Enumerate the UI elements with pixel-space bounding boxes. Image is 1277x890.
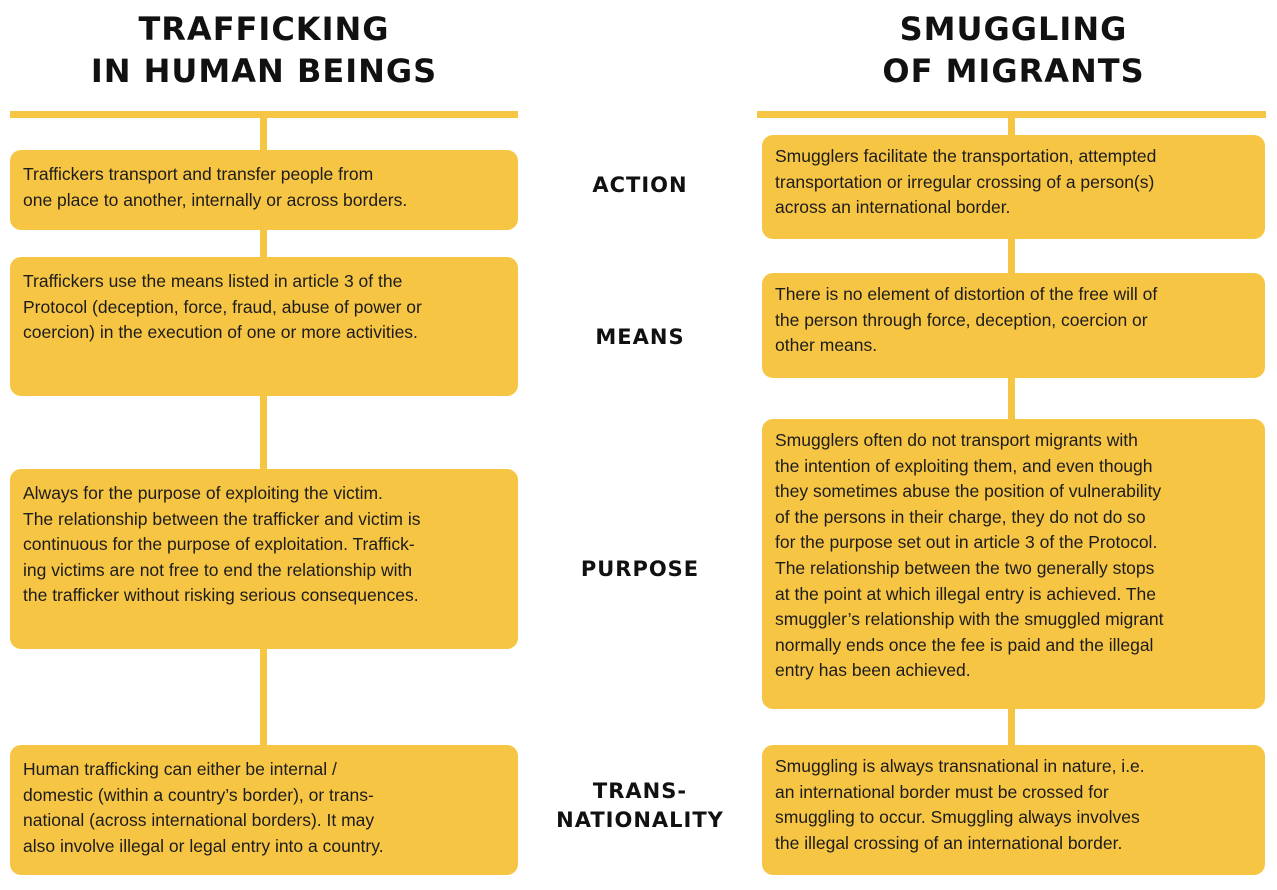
trafficking-title: TRAFFICKING IN HUMAN BEINGS <box>10 8 518 92</box>
smuggling-purpose-box: Smugglers often do not transport migrant… <box>762 419 1265 709</box>
purpose-label-text: PURPOSE <box>580 557 700 581</box>
purpose-label: PURPOSE <box>520 555 760 584</box>
smuggling-title: SMUGGLING OF MIGRANTS <box>762 8 1265 92</box>
trafficking-connector <box>260 111 267 761</box>
action-label-text: ACTION <box>592 173 688 197</box>
smuggling-title-line-1: SMUGGLING <box>899 10 1128 48</box>
trafficking-purpose-box: Always for the purpose of exploiting the… <box>10 469 518 649</box>
trafficking-transnationality-box: Human trafficking can either be internal… <box>10 745 518 875</box>
means-label-text: MEANS <box>595 325 685 349</box>
transnationality-label-line-2: NATIONALITY <box>556 808 724 832</box>
means-label: MEANS <box>520 323 760 352</box>
transnationality-label: TRANS- NATIONALITY <box>520 777 760 835</box>
trafficking-action-box: Traffickers transport and transfer peopl… <box>10 150 518 230</box>
trafficking-title-line-2: IN HUMAN BEINGS <box>90 52 438 90</box>
trafficking-title-line-1: TRAFFICKING <box>138 10 390 48</box>
action-label: ACTION <box>520 171 760 200</box>
smuggling-means-box: There is no element of distortion of the… <box>762 273 1265 378</box>
smuggling-action-box: Smugglers facilitate the transportation,… <box>762 135 1265 239</box>
trafficking-means-box: Traffickers use the means listed in arti… <box>10 257 518 396</box>
smuggling-transnationality-box: Smuggling is always transnational in nat… <box>762 745 1265 875</box>
transnationality-label-line-1: TRANS- <box>592 779 688 803</box>
smuggling-title-line-2: OF MIGRANTS <box>882 52 1145 90</box>
